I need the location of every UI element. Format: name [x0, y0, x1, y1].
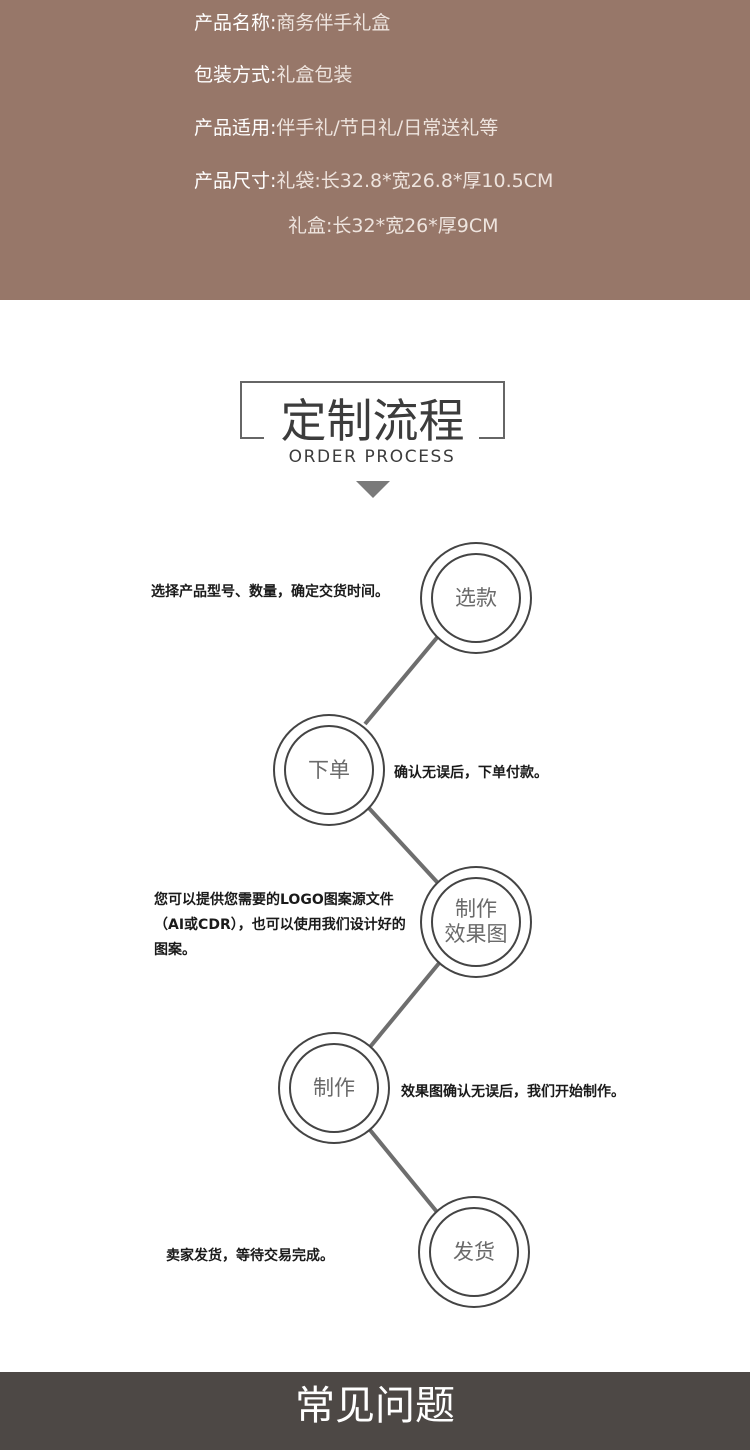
info-key: 产品尺寸:	[194, 170, 277, 192]
step-desc-produce: 效果图确认无误后，我们开始制作。	[401, 1084, 625, 1100]
step-label: 选款	[455, 585, 497, 610]
connector-line	[363, 632, 442, 726]
info-value: 礼盒包装	[276, 64, 353, 86]
step-desc-order: 确认无误后，下单付款。	[394, 765, 548, 781]
info-value: 商务伴手礼盒	[276, 12, 391, 34]
step-desc-ship: 卖家发货，等待交易完成。	[166, 1248, 334, 1264]
product-info-band: 产品名称:商务伴手礼盒 包装方式:礼盒包装 产品适用:伴手礼/节日礼/日常送礼等…	[0, 0, 750, 300]
connector-line	[368, 960, 442, 1049]
step-label: 下单	[308, 757, 350, 782]
step-label: 制作 效果图	[444, 897, 508, 946]
info-key: 包装方式:	[194, 64, 277, 86]
connector-line	[365, 804, 439, 884]
info-value: 礼袋:长32.8*宽26.8*厚10.5CM	[276, 170, 554, 192]
step-circle-mockup: 制作 效果图	[431, 877, 521, 967]
info-row-packaging: 包装方式:礼盒包装	[194, 63, 352, 87]
title-frame	[240, 381, 505, 439]
connector-line	[368, 1128, 439, 1214]
step-circle-ship: 发货	[429, 1207, 519, 1297]
step-circle-order: 下单	[284, 725, 374, 815]
info-value: 礼盒:长32*宽26*厚9CM	[288, 215, 499, 237]
step-desc-mockup: 您可以提供您需要的LOGO图案源文件（AI或CDR），也可以使用我们设计好的图案…	[154, 892, 406, 958]
info-key: 产品适用:	[194, 117, 277, 139]
step-desc-select: 选择产品型号、数量，确定交货时间。	[151, 584, 389, 600]
step-label: 发货	[453, 1239, 495, 1264]
info-value: 伴手礼/节日礼/日常送礼等	[276, 117, 499, 139]
faq-bar	[0, 1372, 750, 1450]
title-frame-base-left	[240, 437, 264, 439]
faq-title: 常见问题	[295, 1383, 455, 1429]
title-frame-base-right	[479, 437, 503, 439]
section-subtitle: ORDER PROCESS	[288, 447, 456, 467]
info-row-usage: 产品适用:伴手礼/节日礼/日常送礼等	[194, 116, 498, 140]
info-row-size: 产品尺寸:礼袋:长32.8*宽26.8*厚10.5CM	[194, 169, 553, 193]
step-label: 制作	[313, 1075, 355, 1100]
info-row-size-box: 礼盒:长32*宽26*厚9CM	[288, 214, 499, 238]
step-circle-produce: 制作	[289, 1043, 379, 1133]
step-circle-select: 选款	[431, 553, 521, 643]
down-arrow-icon	[356, 481, 390, 498]
info-row-name: 产品名称:商务伴手礼盒	[194, 11, 390, 35]
section-title: 定制流程	[280, 394, 465, 448]
info-key: 产品名称:	[194, 12, 277, 34]
